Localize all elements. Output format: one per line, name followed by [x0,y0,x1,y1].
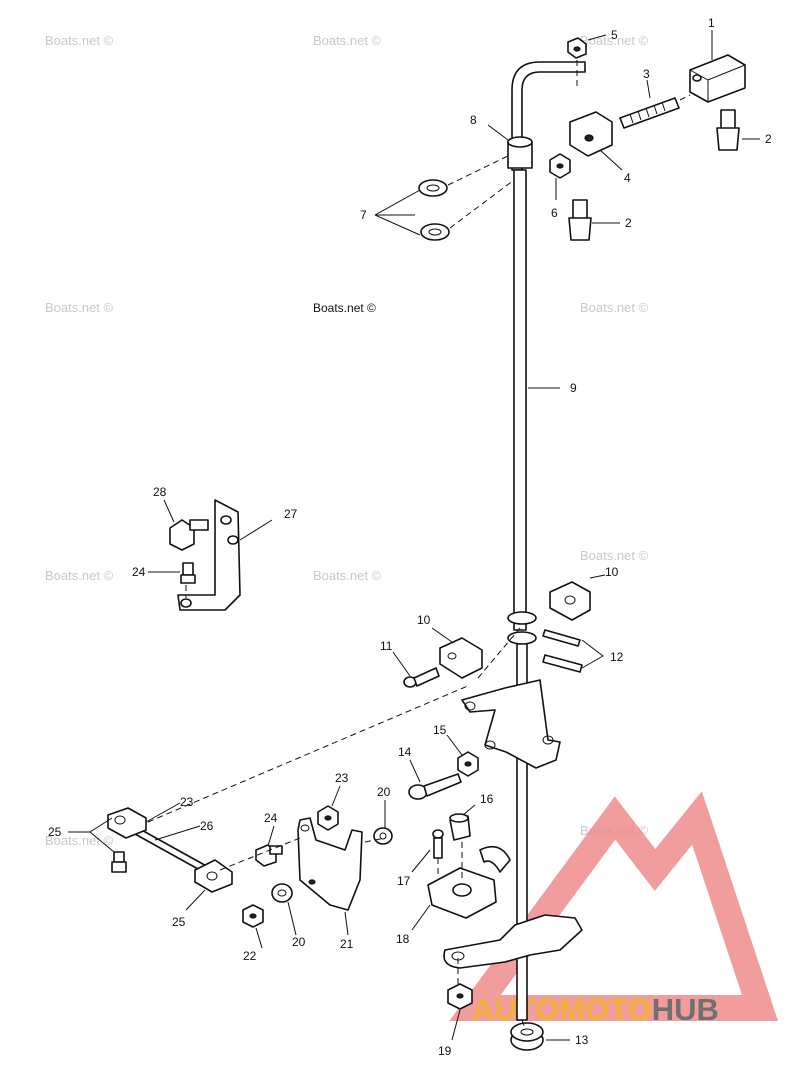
clamp-lower [439,637,483,679]
callout-18: 18 [396,932,410,946]
callout-8: 8 [470,113,477,127]
bottom-nut [447,983,473,1010]
shaft-collar [507,611,537,645]
bushing [507,136,533,169]
washer-lower [271,883,293,903]
connector-block [689,54,746,103]
callout-4: 4 [624,171,631,185]
watermark: Boats.net © [580,300,649,315]
ball-stud-lower [255,844,283,867]
callout-11: 11 [380,639,393,653]
callout-5: 5 [611,28,618,42]
watermark: Boats.net © [313,33,382,48]
callout-27: 27 [284,507,298,521]
callout-24: 24 [132,565,146,579]
callout-2: 2 [625,216,632,230]
watermark: Boats.net © [313,568,382,583]
callout-10: 10 [417,613,431,627]
callouts: 1 2 2 3 4 5 6 7 8 9 10 10 11 12 13 14 15… [48,16,772,1058]
callout-22: 22 [243,949,257,963]
callout-14: 14 [398,745,412,759]
callout-16: 16 [480,792,494,806]
watermark: Boats.net © [580,548,649,563]
callout-20: 20 [377,785,391,799]
watermark: Boats.net © [45,568,114,583]
callout-7: 7 [360,208,367,222]
pin-lower [568,199,592,241]
l-bracket [177,499,241,611]
nut-plate [317,805,339,831]
watermark: Boats.net © [45,33,114,48]
callout-6: 6 [551,206,558,220]
cap [449,813,471,841]
retaining-clips [418,154,515,241]
alignment-pins [542,629,583,673]
vertical-shaft [511,61,586,1021]
callout-13: 13 [575,1033,589,1047]
logo-text-hub: HUB [652,992,719,1027]
callout-20: 20 [292,935,306,949]
callout-9: 9 [570,381,577,395]
callout-24: 24 [264,811,278,825]
leader-lines [68,30,760,1041]
set-screw [432,829,444,859]
callout-28: 28 [153,485,167,499]
watermark: Boats.net © [580,33,649,48]
nut-side [549,153,571,179]
nut-top [567,37,587,88]
nut-small [242,904,264,928]
callout-3: 3 [643,67,650,81]
shaft-bracket [569,111,613,157]
callout-26: 26 [200,819,214,833]
threaded-stud [619,94,691,129]
pin-upper [716,109,740,151]
callout-12: 12 [610,650,624,664]
callout-15: 15 [433,723,447,737]
bottom-bushing [510,1022,544,1051]
adjust-bolt [408,773,462,800]
callout-1: 1 [708,16,715,30]
svg-text:AUTOMOTOHUB: AUTOMOTOHUB [472,992,719,1027]
logo-text-automoto: AUTOMOTO [472,992,652,1027]
hex-bolt [169,519,209,551]
link-rod [107,807,233,893]
adjust-nut [457,751,479,777]
callout-19: 19 [438,1044,452,1058]
callout-23: 23 [180,795,194,809]
screw [403,667,440,688]
callout-21: 21 [340,937,354,951]
ball-stud [180,562,196,584]
throttle-arm [461,679,561,769]
dashed-assembly-lines [147,585,526,1029]
watermark-dark: Boats.net © [313,301,376,315]
clamp-body [427,845,511,919]
washer-upper [373,827,393,845]
callout-10: 10 [605,565,619,579]
callout-23: 23 [335,771,349,785]
callout-17: 17 [397,874,411,888]
mounting-plate [297,817,363,911]
automotohub-logo: AUTOMOTOHUB [449,791,779,1027]
watermark: Boats.net © [45,300,114,315]
callout-2: 2 [765,132,772,146]
lower-lever [443,914,583,969]
clamp-upper [549,581,591,621]
callout-25: 25 [48,825,62,839]
callout-25: 25 [172,915,186,929]
